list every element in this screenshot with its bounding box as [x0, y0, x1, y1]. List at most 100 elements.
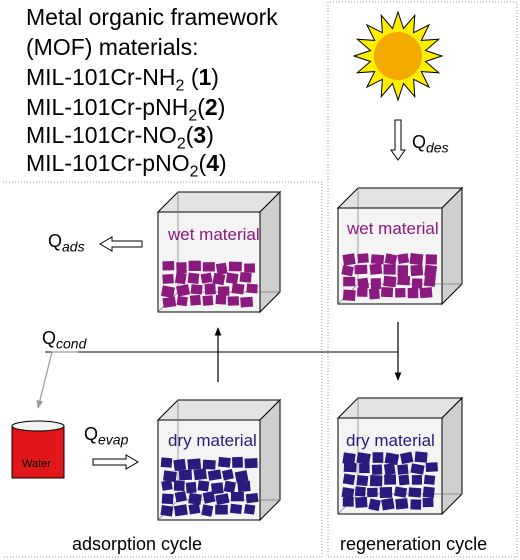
crystal-block — [174, 490, 187, 503]
crystal-block — [202, 491, 216, 504]
crystal-block — [218, 456, 231, 468]
crystal-block — [215, 504, 228, 515]
mof-item-3: MIL-101Cr-NO2(3) — [26, 122, 214, 158]
crystal-block — [356, 475, 369, 487]
crystal-block — [397, 275, 411, 286]
q-cond-label: Qcond — [42, 328, 86, 352]
mof-item-1: MIL-101Cr-NH2 (1) — [26, 64, 219, 100]
cube-side-face — [259, 190, 281, 314]
crystal-block — [188, 260, 201, 271]
adsorption-frame — [3, 181, 323, 558]
crystal-block — [200, 272, 213, 284]
crystal-block — [414, 451, 428, 463]
crystal-block — [411, 475, 423, 485]
sun-icon — [352, 10, 444, 102]
crystal-block — [201, 504, 214, 517]
crystal-block — [408, 487, 422, 498]
crystal-block — [397, 464, 409, 475]
crystal-block — [341, 487, 355, 499]
crystal-block — [342, 497, 354, 507]
sun-core — [374, 32, 422, 80]
crystal-block — [369, 263, 383, 275]
crystal-block — [343, 276, 356, 287]
crystal-block — [202, 459, 216, 470]
crystal-block — [202, 262, 215, 272]
crystal-block — [210, 482, 224, 495]
crystal-block — [397, 265, 409, 276]
q-des-arrow — [390, 119, 406, 161]
crystal-block — [342, 253, 356, 266]
crystal-block — [174, 271, 187, 285]
crystal-block — [379, 486, 393, 499]
crystal-block — [189, 294, 202, 306]
crystal-block — [411, 278, 423, 289]
crystal-block — [395, 287, 406, 298]
mof-item-name: MIL-101Cr-NH — [26, 64, 176, 90]
crystal-block — [173, 458, 187, 472]
crystal-block — [368, 288, 380, 300]
water-beaker — [11, 420, 65, 479]
crystal-block — [193, 468, 208, 481]
crystal-block — [228, 261, 242, 272]
cube-side-face — [259, 398, 281, 522]
crystal-block — [424, 264, 438, 277]
crystal-block — [422, 486, 435, 499]
crystal-block — [227, 296, 240, 306]
crystal-block — [173, 504, 188, 517]
crystal-block — [407, 287, 419, 299]
mof-item-close: ) — [211, 64, 219, 90]
crystal-block — [343, 462, 357, 473]
mof-item-sub: 2 — [176, 135, 186, 153]
crystal-block — [237, 480, 251, 493]
crystal-block — [185, 481, 197, 494]
crystal-block — [178, 469, 193, 481]
mof-title-line1: Metal organic framework — [26, 4, 278, 30]
wet-material-cube-regeneration — [336, 186, 464, 306]
crystal-block — [188, 492, 202, 505]
crystal-block — [369, 475, 383, 487]
mof-item-close: ) — [206, 122, 214, 148]
mof-item-number: 1 — [198, 64, 212, 90]
q-subscript: ads — [62, 238, 85, 255]
water-label: Water — [22, 458, 51, 470]
mof-item-paren: ( — [184, 64, 199, 90]
crystal-block — [187, 458, 202, 470]
crystal-block — [160, 285, 175, 299]
mof-item-close: ) — [217, 94, 226, 120]
adsorption-cycle-label: adsorption cycle — [72, 534, 203, 554]
q-subscript: evap — [98, 431, 129, 448]
crystal-block — [394, 486, 408, 498]
q-des-label: Qdes — [412, 132, 449, 156]
crystal-block — [410, 463, 425, 475]
crystal-block — [215, 493, 230, 506]
crystal-block — [341, 265, 354, 277]
crystal-block — [176, 262, 187, 274]
beaker-water — [12, 428, 64, 478]
crystal-block — [231, 283, 245, 295]
crystal-block — [423, 275, 436, 287]
crystal-block — [372, 452, 384, 463]
crystal-block — [204, 283, 216, 295]
crystal-block — [160, 505, 174, 517]
crystal-block — [221, 469, 234, 481]
dry-material-cube-adsorption — [156, 398, 282, 522]
crystal-block — [229, 503, 243, 515]
crystal-block — [380, 287, 394, 298]
mof-item-sub: 2 — [188, 107, 198, 125]
cube-side-face — [441, 396, 463, 516]
crystal-block — [342, 473, 356, 486]
crystal-block — [190, 284, 203, 295]
q-ads-arrow — [99, 236, 143, 252]
q-subscript: des — [426, 139, 449, 156]
crystal-block — [163, 470, 177, 483]
mof-item-name: MIL-101Cr-pNH — [26, 94, 189, 120]
cube-side-face — [441, 186, 463, 306]
mof-item-name: MIL-101Cr-NO — [26, 122, 177, 148]
beaker-rim — [11, 420, 65, 432]
crystal-block — [162, 261, 175, 271]
crystal-block — [357, 277, 370, 290]
crystal-block — [383, 275, 397, 288]
q-subscript: cond — [56, 335, 87, 352]
mof-item-4: MIL-101Cr-pNO2(4) — [26, 150, 227, 186]
